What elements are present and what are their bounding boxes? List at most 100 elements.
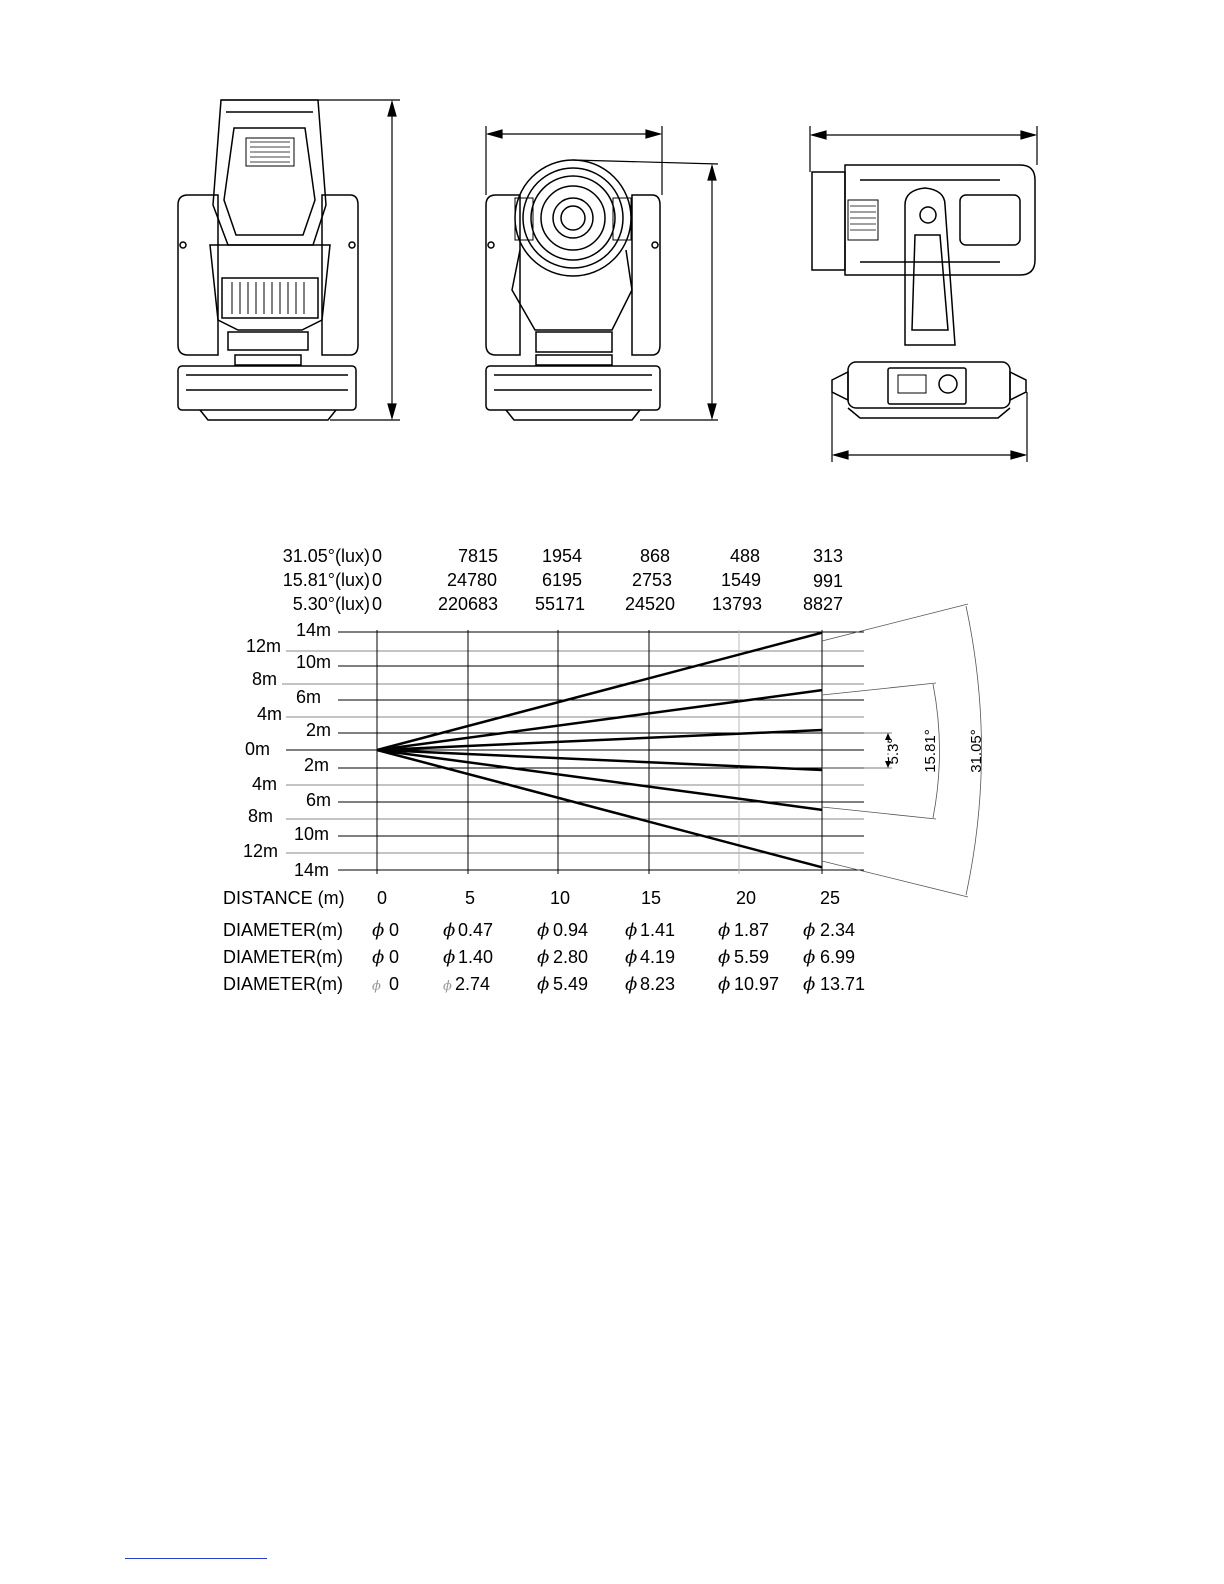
phi-symbol: ϕ xyxy=(372,947,384,968)
axis-label: 6m xyxy=(306,790,331,810)
distance-value: 0 xyxy=(377,888,387,908)
phi-symbol: ϕ xyxy=(803,920,815,941)
lux-value: 55171 xyxy=(535,594,585,614)
distance-value: 10 xyxy=(550,888,570,908)
angle-leader xyxy=(821,806,937,820)
diameter-value: 0 xyxy=(389,947,399,967)
lux-value: 1954 xyxy=(542,546,582,566)
diameter-value: 5.49 xyxy=(553,974,588,994)
diameter-value: 0 xyxy=(389,974,399,994)
diameter-label: DIAMETER(m) xyxy=(223,947,343,967)
diameter-value: 13.71 xyxy=(820,974,865,994)
phi-symbol: ϕ xyxy=(372,979,381,994)
grid-horizontal xyxy=(282,631,864,871)
lux-value: 6195 xyxy=(542,570,582,590)
phi-symbol: ϕ xyxy=(372,920,384,941)
beam-line xyxy=(376,748,823,812)
footer-rule xyxy=(125,1558,267,1559)
axis-label: 10m xyxy=(294,824,329,844)
product-drawings xyxy=(177,99,1038,462)
phi-symbol: ϕ xyxy=(803,974,815,995)
axis-labels-left: 12m 8m 4m 0m 4m 8m 12m xyxy=(243,636,282,861)
angle-leader xyxy=(821,860,969,898)
diameter-row: DIAMETER(m) ϕ 0 ϕ 2.74 ϕ 5.49 ϕ 8.23 ϕ 1… xyxy=(223,974,865,995)
lux-value: 7815 xyxy=(458,546,498,566)
diameter-label: DIAMETER(m) xyxy=(223,920,343,940)
lux-value: 868 xyxy=(640,546,670,566)
diameter-value: 0.94 xyxy=(553,920,588,940)
beam-line xyxy=(376,748,823,772)
lux-value: 0 xyxy=(372,594,382,614)
angle-label-15-81: 15.81° xyxy=(922,729,939,773)
beam-line xyxy=(376,728,823,752)
diameter-value: 0.47 xyxy=(458,920,493,940)
lux-value: 2753 xyxy=(632,570,672,590)
axis-label: 6m xyxy=(296,687,321,707)
diameter-row: DIAMETER(m) ϕ 0 ϕ 1.40 ϕ 2.80 ϕ 4.19 ϕ 5… xyxy=(223,947,855,968)
diameter-value: 4.19 xyxy=(640,947,675,967)
distance-value: 25 xyxy=(820,888,840,908)
phi-symbol: ϕ xyxy=(718,947,730,968)
beam-line xyxy=(376,688,823,752)
lux-table: 31.05°(lux) 0 7815 1954 868 488 313 15.8… xyxy=(283,546,843,614)
phi-symbol: ϕ xyxy=(537,920,549,941)
axis-label: 0m xyxy=(245,739,270,759)
axis-label: 2m xyxy=(304,755,329,775)
phi-symbol: ϕ xyxy=(625,947,637,968)
grid-vertical xyxy=(376,630,823,874)
lux-row-label: 15.81°(lux) xyxy=(283,570,370,590)
side-view-drawing xyxy=(177,99,359,421)
diameter-value: 1.87 xyxy=(734,920,769,940)
lux-value: 488 xyxy=(730,546,760,566)
angle-label-5-3: 5.3° xyxy=(885,738,902,765)
lux-row-label: 5.30°(lux) xyxy=(293,594,370,614)
lux-value: 8827 xyxy=(803,594,843,614)
lux-row-label: 31.05°(lux) xyxy=(283,546,370,566)
lux-value: 0 xyxy=(372,570,382,590)
beam-line xyxy=(376,631,823,752)
lux-row: 31.05°(lux) 0 7815 1954 868 488 313 xyxy=(283,546,843,566)
phi-symbol: ϕ xyxy=(803,947,815,968)
diameter-value: 1.40 xyxy=(458,947,493,967)
phi-symbol: ϕ xyxy=(443,920,455,941)
phi-symbol: ϕ xyxy=(537,974,549,995)
lux-value: 991 xyxy=(813,571,843,591)
lux-value: 313 xyxy=(813,546,843,566)
axis-label: 14m xyxy=(296,620,331,640)
axis-label: 12m xyxy=(246,636,281,656)
diameter-value: 0 xyxy=(389,920,399,940)
diameter-value: 2.80 xyxy=(553,947,588,967)
diameter-value: 6.99 xyxy=(820,947,855,967)
diameter-value: 2.34 xyxy=(820,920,855,940)
angle-leader xyxy=(821,682,937,696)
phi-symbol: ϕ xyxy=(443,979,452,994)
diameter-label: DIAMETER(m) xyxy=(223,974,343,994)
axis-label: 8m xyxy=(252,669,277,689)
lux-value: 0 xyxy=(372,546,382,566)
lux-row: 15.81°(lux) 0 24780 6195 2753 1549 991 xyxy=(283,570,843,591)
lux-value: 220683 xyxy=(438,594,498,614)
beam-angle-annotations xyxy=(821,603,982,898)
phi-symbol: ϕ xyxy=(625,974,637,995)
lux-value: 24520 xyxy=(625,594,675,614)
beam-line xyxy=(376,748,823,869)
phi-symbol: ϕ xyxy=(537,947,549,968)
distance-value: 20 xyxy=(736,888,756,908)
lux-value: 1549 xyxy=(721,570,761,590)
diameter-row: DIAMETER(m) ϕ 0 ϕ 0.47 ϕ 0.94 ϕ 1.41 ϕ 1… xyxy=(223,920,855,941)
axis-label: 4m xyxy=(252,774,277,794)
lux-value: 24780 xyxy=(447,570,497,590)
phi-symbol: ϕ xyxy=(718,974,730,995)
diameter-value: 8.23 xyxy=(640,974,675,994)
axis-label: 4m xyxy=(257,704,282,724)
phi-symbol: ϕ xyxy=(625,920,637,941)
axis-label: 14m xyxy=(294,860,329,880)
distance-value: 15 xyxy=(641,888,661,908)
distance-label: DISTANCE (m) xyxy=(223,888,345,908)
phi-symbol: ϕ xyxy=(718,920,730,941)
axis-labels-right: 14m 10m 6m 2m 2m 6m 10m 14m xyxy=(294,620,331,880)
diameter-value: 5.59 xyxy=(734,947,769,967)
axis-label: 10m xyxy=(296,652,331,672)
arrowhead xyxy=(885,761,891,768)
